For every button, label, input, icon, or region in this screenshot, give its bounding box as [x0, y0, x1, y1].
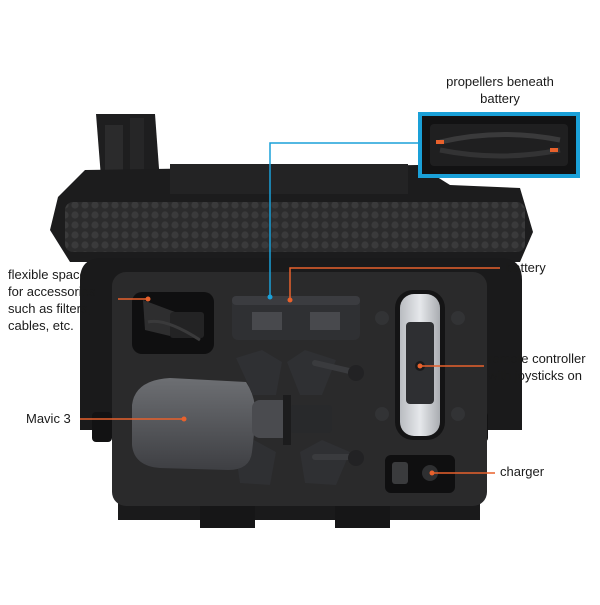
remote-controller-label: remote controller with joysticks on — [488, 350, 586, 384]
leader-lines — [80, 142, 500, 476]
remote-label-line-1: remote controller — [488, 351, 586, 366]
propellers-label-line-1: propellers beneath — [446, 74, 554, 89]
flexible-space-line-3: such as filters, — [8, 301, 92, 316]
battery-leader — [289, 267, 500, 300]
flexible-space-line-2: for accessories — [8, 284, 96, 299]
propellers-leader — [269, 142, 418, 297]
charger — [385, 455, 455, 493]
mavic-label: Mavic 3 — [26, 411, 71, 426]
propellers-label: propellers beneath battery — [420, 73, 580, 107]
propellers-label-line-2: battery — [480, 91, 520, 106]
battery — [232, 296, 360, 340]
case-lid — [50, 164, 533, 262]
battery-label: battery — [506, 260, 546, 275]
accessory-pocket — [132, 292, 214, 354]
remote-label-line-2: with joysticks on — [488, 368, 582, 383]
drone-mavic-3 — [132, 350, 364, 485]
propellers-inset — [418, 112, 580, 178]
charger-label: charger — [500, 464, 545, 479]
flexible-space-line-1: flexible space — [8, 267, 87, 282]
flexible-space-label: flexible space for accessories such as f… — [8, 266, 118, 334]
flexible-space-line-4: cables, etc. — [8, 318, 74, 333]
